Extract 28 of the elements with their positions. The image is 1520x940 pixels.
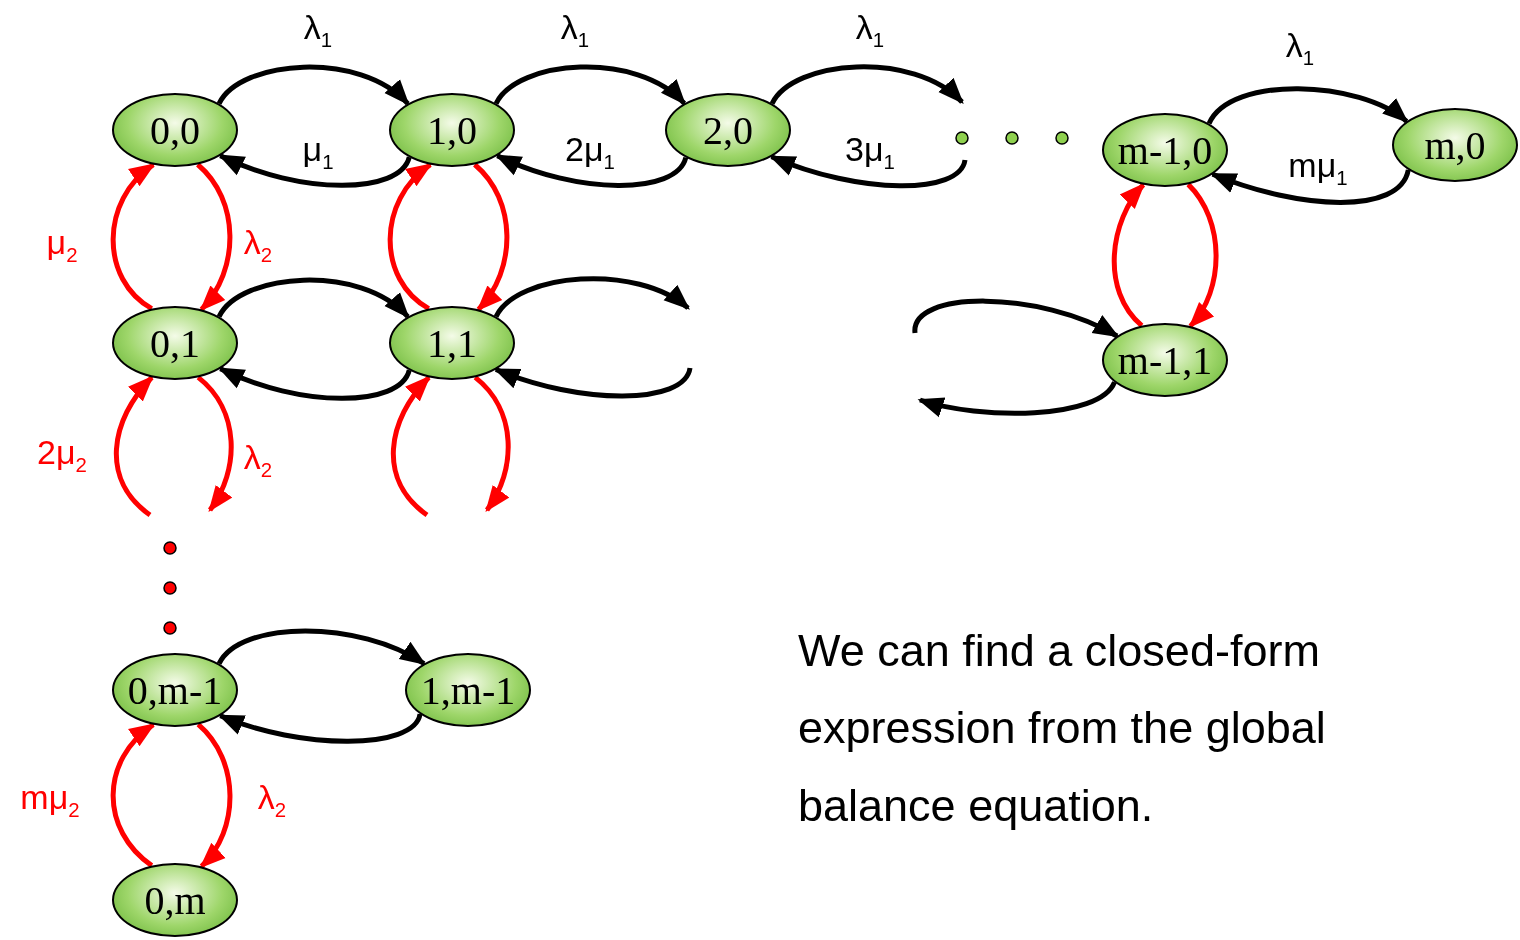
- state-label: 2,0: [703, 106, 753, 154]
- arrow: [218, 153, 412, 188]
- state-label: 1,1: [427, 319, 477, 367]
- arrow: [769, 154, 968, 189]
- arrow: [770, 64, 964, 105]
- arrow: [217, 628, 427, 666]
- arrow: [494, 276, 691, 318]
- arrow: [912, 298, 1120, 339]
- state-label: 0,m: [144, 876, 206, 924]
- arrow: [217, 713, 423, 744]
- state-label: m,0: [1424, 121, 1486, 169]
- state-label: 0,0: [150, 106, 200, 154]
- state-label: 1,m-1: [420, 666, 516, 714]
- arrow: [218, 366, 412, 401]
- state-label: m-1,0: [1117, 126, 1213, 174]
- arrow: [917, 380, 1117, 417]
- state-label: 0,1: [150, 319, 200, 367]
- arrow: [1207, 86, 1409, 125]
- arrow: [494, 64, 687, 106]
- arrow: [493, 367, 693, 399]
- arrow: [1210, 168, 1411, 205]
- arrow: [495, 153, 689, 188]
- note-text: We can find a closed-form expression from the global balance equation.: [798, 624, 1327, 833]
- state-label: 1,0: [427, 106, 477, 154]
- state-label: m-1,1: [1117, 336, 1213, 384]
- arrow: [217, 64, 410, 106]
- state-label: 0,m-1: [127, 666, 223, 714]
- arrow: [217, 277, 410, 319]
